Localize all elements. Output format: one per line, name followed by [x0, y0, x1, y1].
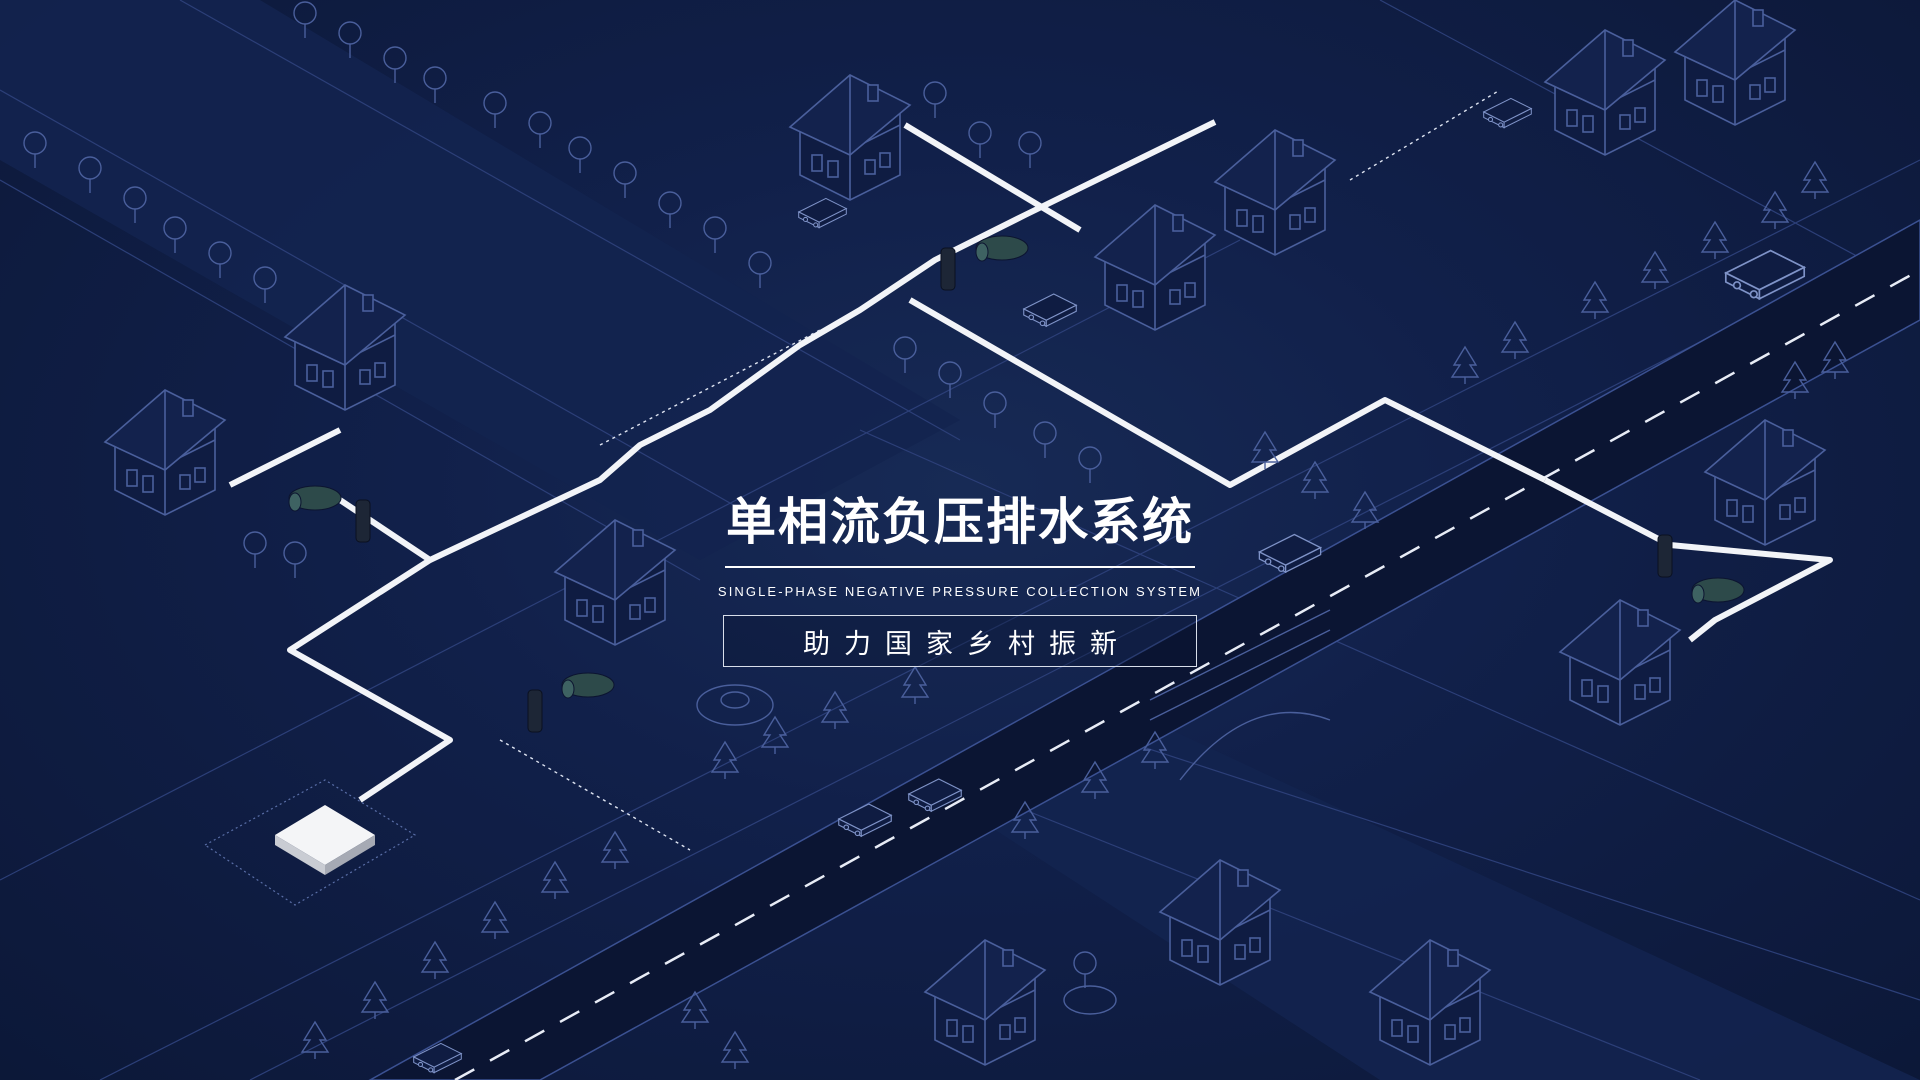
english-subtitle: SINGLE-PHASE NEGATIVE PRESSURE COLLECTIO…	[717, 584, 1203, 599]
treatment-station-icon	[203, 779, 417, 906]
bridge-icon	[1149, 609, 1331, 781]
pipe-network	[228, 119, 1833, 803]
page-title: 单相流负压排水系统	[726, 493, 1194, 551]
title-divider	[725, 566, 1195, 568]
slogan-box: 助力国家乡村振新	[723, 615, 1197, 667]
pump-riser	[355, 247, 1673, 733]
title-block: 单相流负压排水系统 SINGLE-PHASE NEGATIVE PRESSURE…	[700, 490, 1220, 667]
slogan-text: 助力国家乡村振新	[803, 628, 1131, 660]
service-lines	[499, 89, 1501, 851]
main-road	[368, 219, 1920, 1080]
fountain-icon	[696, 684, 1117, 1015]
